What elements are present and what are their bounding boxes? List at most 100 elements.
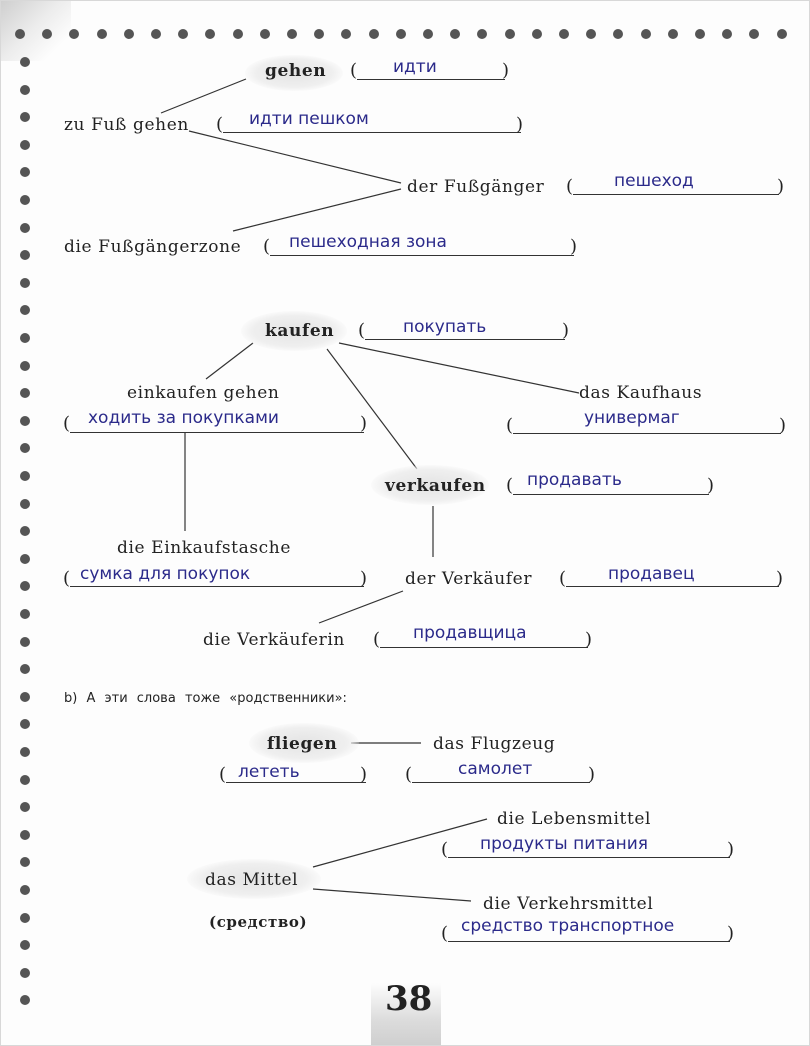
binding-hole xyxy=(20,471,30,481)
paren-close: ) xyxy=(516,114,524,135)
word-die-einkaufstasche: die Einkaufstasche xyxy=(117,538,292,558)
task-b-heading: b) А эти слова тоже «родственники»: xyxy=(64,691,347,706)
binding-hole xyxy=(20,278,30,288)
answer-field-kaufhaus[interactable] xyxy=(513,415,781,434)
binding-hole xyxy=(15,29,25,39)
answer-verkaeufer: продавец xyxy=(608,564,695,584)
binding-hole xyxy=(20,195,30,205)
answer-verkehrsmittel: средство транспортное xyxy=(461,916,675,936)
binding-hole xyxy=(749,29,759,39)
binding-hole xyxy=(20,554,30,564)
binding-hole xyxy=(559,29,569,39)
binding-hole xyxy=(450,29,460,39)
paren-open: ( xyxy=(506,475,514,496)
paren-close: ) xyxy=(360,413,368,434)
page-number: 38 xyxy=(385,979,433,1019)
binding-hole xyxy=(287,29,297,39)
binding-hole xyxy=(205,29,215,39)
binding-hole xyxy=(20,85,30,95)
binding-hole xyxy=(20,112,30,122)
answer-fliegen: лететь xyxy=(238,762,300,782)
binding-hole xyxy=(20,968,30,978)
binding-hole xyxy=(20,250,30,260)
paren-close: ) xyxy=(777,176,785,197)
word-fliegen: fliegen xyxy=(267,734,338,754)
binding-hole xyxy=(20,940,30,950)
binding-hole xyxy=(20,913,30,923)
binding-hole xyxy=(69,29,79,39)
binding-hole xyxy=(20,140,30,150)
binding-hole xyxy=(20,581,30,591)
binding-hole xyxy=(477,29,487,39)
answer-field-fussgaenger[interactable] xyxy=(573,176,779,195)
binding-hole xyxy=(124,29,134,39)
paren-close: ) xyxy=(727,839,735,860)
paren-open: ( xyxy=(358,320,366,341)
paren-open: ( xyxy=(350,60,358,81)
answer-verkaeuferin: продавщица xyxy=(413,623,527,643)
binding-hole xyxy=(20,830,30,840)
answer-einkaufen-gehen: ходить за покупками xyxy=(88,408,279,428)
binding-hole xyxy=(20,388,30,398)
binding-hole xyxy=(20,637,30,647)
paren-open: ( xyxy=(219,764,227,785)
binding-hole xyxy=(20,609,30,619)
paren-close: ) xyxy=(502,60,510,81)
binding-hole xyxy=(668,29,678,39)
answer-field-zu-fuss-gehen[interactable] xyxy=(223,114,521,133)
answer-field-verkaeuferin[interactable] xyxy=(380,629,588,648)
paren-open: ( xyxy=(63,413,71,434)
binding-hole xyxy=(505,29,515,39)
paren-close: ) xyxy=(727,923,735,944)
word-der-verkaeufer: der Verkäufer xyxy=(405,569,533,589)
answer-field-einkaufen-gehen[interactable] xyxy=(70,414,364,433)
binding-hole xyxy=(20,57,30,67)
answer-field-verkehrsmittel[interactable] xyxy=(448,923,730,942)
paren-open: ( xyxy=(216,114,224,135)
word-das-flugzeug: das Flugzeug xyxy=(433,734,556,754)
paren-open: ( xyxy=(559,568,567,589)
answer-field-kaufen[interactable] xyxy=(365,321,565,340)
binding-hole xyxy=(20,305,30,315)
translation-mittel: (средство) xyxy=(209,913,308,931)
binding-hole xyxy=(97,29,107,39)
word-die-lebensmittel: die Lebensmittel xyxy=(497,809,652,829)
answer-field-verkaufen[interactable] xyxy=(513,476,709,495)
binding-hole xyxy=(178,29,188,39)
answer-verkaufen: продавать xyxy=(527,470,622,490)
binding-hole xyxy=(369,29,379,39)
binding-hole xyxy=(20,692,30,702)
binding-hole xyxy=(233,29,243,39)
bubble-mittel xyxy=(187,859,321,899)
paren-close: ) xyxy=(360,764,368,785)
word-die-fussgaengerzone: die Fußgängerzone xyxy=(64,237,242,257)
answer-field-lebensmittel[interactable] xyxy=(448,839,730,858)
word-verkaufen: verkaufen xyxy=(385,476,486,496)
binding-hole xyxy=(20,499,30,509)
paren-open: ( xyxy=(263,236,271,257)
answer-flugzeug: самолет xyxy=(458,759,533,779)
bubble-gehen xyxy=(245,55,343,91)
paren-close: ) xyxy=(585,629,593,650)
binding-hole xyxy=(314,29,324,39)
answer-field-verkaeufer[interactable] xyxy=(566,568,779,587)
answer-zu-fuss-gehen: идти пешком xyxy=(249,109,369,129)
answer-kaufen: покупать xyxy=(403,317,487,337)
answer-field-einkaufstasche[interactable] xyxy=(70,568,364,587)
word-kaufen: kaufen xyxy=(265,321,335,341)
word-die-verkehrsmittel: die Verkehrsmittel xyxy=(483,894,654,914)
paren-close: ) xyxy=(570,236,578,257)
answer-field-fussgaengerzone[interactable] xyxy=(270,237,574,256)
paren-close: ) xyxy=(562,320,570,341)
word-gehen: gehen xyxy=(265,61,327,81)
answer-field-flugzeug[interactable] xyxy=(412,764,590,783)
scan-shadow xyxy=(1,1,71,61)
binding-hole xyxy=(20,333,30,343)
binding-hole xyxy=(20,361,30,371)
binding-hole xyxy=(20,747,30,757)
answer-field-fliegen[interactable] xyxy=(226,764,366,783)
binding-hole xyxy=(260,29,270,39)
answer-field-gehen[interactable] xyxy=(357,61,505,80)
binding-hole xyxy=(20,995,30,1005)
